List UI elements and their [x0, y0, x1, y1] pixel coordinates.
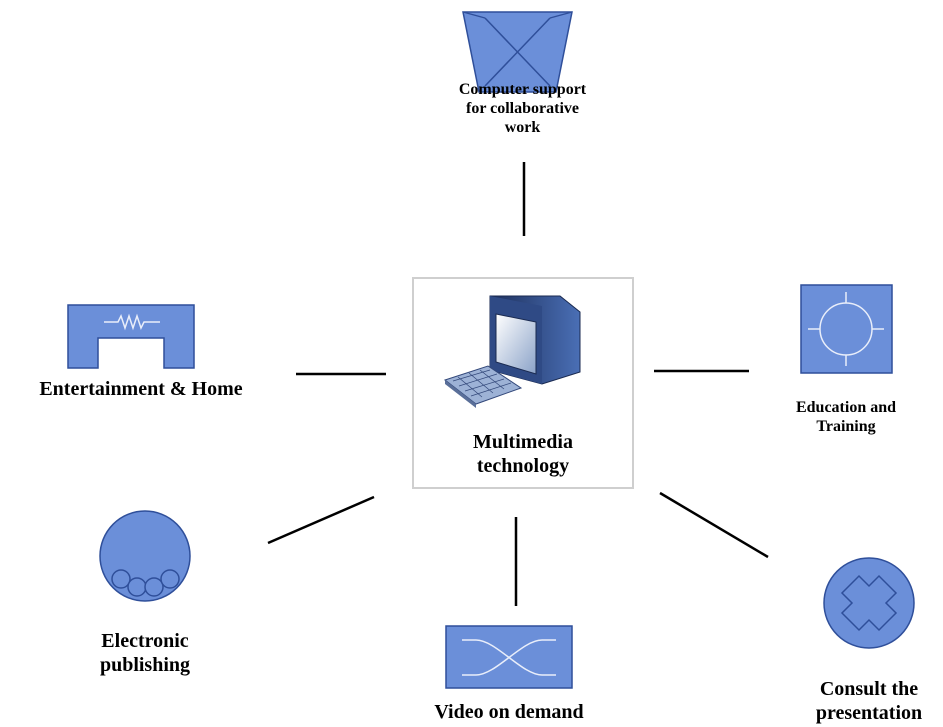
resistor-bridge-icon — [67, 304, 195, 369]
connectors — [267, 162, 769, 606]
label-education: Education and Training — [770, 398, 922, 436]
label-line: publishing — [99, 654, 191, 676]
crossing-waves-icon — [445, 625, 573, 689]
label-center: Multimedia technology — [412, 430, 634, 478]
label-line: Consult the — [819, 678, 919, 700]
label-entertainment: Entertainment & Home — [4, 377, 278, 401]
label-line: Entertainment & Home — [39, 378, 243, 400]
cross-circle-icon — [823, 557, 915, 649]
label-computer-support: Computer support for collaborative work — [420, 80, 625, 138]
label-line: Video on demand — [434, 701, 584, 723]
label-line: technology — [476, 455, 570, 477]
label-line: presentation — [815, 702, 923, 724]
label-consult: Consult the presentation — [795, 677, 943, 725]
label-line: Education and — [795, 399, 897, 416]
computer-icon — [443, 295, 581, 408]
label-line: work — [504, 119, 541, 137]
connector-lower-left — [267, 495, 375, 545]
label-line: for collaborative — [465, 100, 579, 118]
label-line: Multimedia — [473, 431, 573, 453]
collaboration-icon — [462, 11, 573, 93]
crosshair-icon — [800, 284, 893, 374]
connector-lower-right — [659, 491, 769, 559]
label-line: Computer support — [458, 81, 587, 98]
label-video: Video on demand — [404, 700, 614, 724]
beads-circle-icon — [99, 510, 191, 602]
label-publishing: Electronic publishing — [75, 629, 215, 677]
label-line: Electronic — [101, 630, 189, 652]
label-line: Training — [816, 418, 876, 436]
